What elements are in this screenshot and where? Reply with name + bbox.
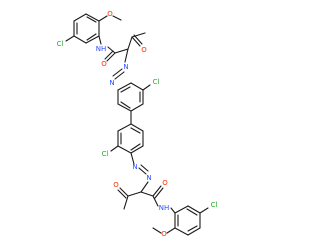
methoxy-oxygen-label-bottom: O xyxy=(161,230,167,238)
top-methoxy-chlorophenyl-ring xyxy=(73,13,100,44)
bond-methyl-top xyxy=(112,15,122,21)
biphenyl-ring-lower xyxy=(117,123,144,154)
bond-ch-acetyl-bottom xyxy=(127,191,142,197)
azo-nitrogen-label-bottom-1: N xyxy=(132,163,137,171)
azo-nitrogen-label-top-2: N xyxy=(109,79,114,87)
chlorine-label-bottom-ring: Cl xyxy=(211,201,218,209)
bond-ch-carbonyl-bottom xyxy=(140,191,154,197)
amide-nh-label-bottom: NH xyxy=(159,204,170,212)
background xyxy=(0,0,250,250)
bond-amide-o-top xyxy=(106,52,116,62)
biphenyl-ring-upper xyxy=(117,82,144,112)
bond-nh-carbonyl-top xyxy=(107,46,116,54)
bond-carbonyl-ch-top xyxy=(114,48,129,54)
chlorine-label-biphenyl-bottom: Cl xyxy=(102,150,109,158)
structure-diagram: Cl O NH O O N N Cl Cl N N O O NH Cl O xyxy=(0,0,250,250)
bond-amide-o-bottom xyxy=(152,185,162,197)
chlorine-label-top-ring: Cl xyxy=(57,40,64,48)
bond-ch-acetyl-top xyxy=(127,36,133,50)
bond-cl-bottom xyxy=(199,207,209,214)
bond-azo-bottom xyxy=(138,167,147,175)
bond-ch-azo-top xyxy=(124,48,129,63)
bond-azo-ch-bottom xyxy=(140,181,149,193)
bond-azo-top xyxy=(114,71,125,80)
bond-nh-ring-bottom xyxy=(170,207,176,214)
bond-acetyl-methyl-top xyxy=(131,32,146,38)
bond-ketone-o-top xyxy=(131,36,141,47)
ketone-oxygen-label-bottom: O xyxy=(113,181,119,189)
chlorine-label-biphenyl-top: Cl xyxy=(153,78,160,86)
chemical-structure-figure: Cl O NH O O N N Cl Cl N N O O NH Cl O xyxy=(0,0,250,250)
amide-nh-label-top: NH xyxy=(96,45,107,53)
bond-cl-biphenyl-bottom xyxy=(110,145,119,152)
ketone-oxygen-label-top: O xyxy=(141,46,147,54)
bond-methoxy-o-bottom xyxy=(166,227,176,234)
methoxy-oxygen-label-top: O xyxy=(107,10,113,18)
bond-methyl-bottom xyxy=(152,227,162,234)
azo-nitrogen-label-bottom-2: N xyxy=(146,174,151,182)
bond-methoxy-o-top xyxy=(98,15,108,22)
bond-cl-biphenyl-top xyxy=(142,84,151,91)
bond-ring-azo-bottom xyxy=(130,152,135,165)
amide-oxygen-label-bottom: O xyxy=(162,179,168,187)
bottom-methoxy-chlorophenyl-ring xyxy=(174,205,201,236)
amide-oxygen-label-top: O xyxy=(101,60,107,68)
azo-nitrogen-label-top-1: N xyxy=(123,63,128,71)
bond-acetyl-methyl-bottom xyxy=(123,195,129,210)
bond-ring-nh-top xyxy=(98,35,102,45)
bond-cl-top xyxy=(65,35,75,42)
bond-carbonyl-nh-bottom xyxy=(152,195,159,207)
bond-ketone-o-bottom xyxy=(119,187,129,197)
